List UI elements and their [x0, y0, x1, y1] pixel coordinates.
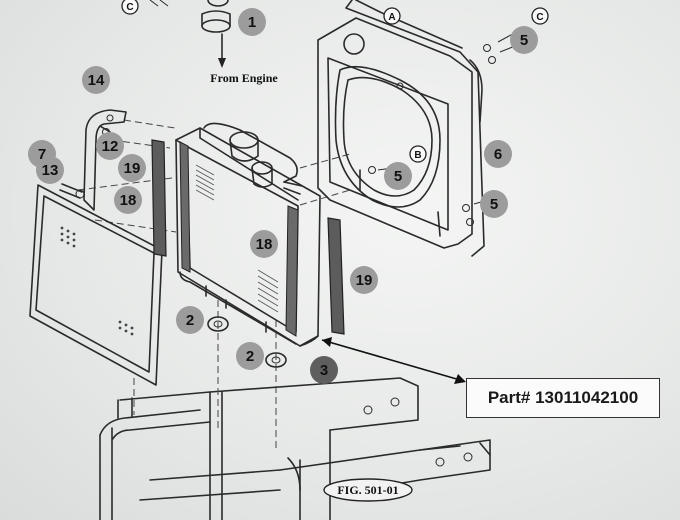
svg-text:18: 18 [120, 192, 137, 209]
letter-c-top-left: C [126, 2, 133, 13]
from-engine-label: From Engine [210, 71, 278, 85]
figure-label: FIG. 501-01 [323, 478, 413, 502]
chassis-frame [99, 377, 491, 520]
svg-text:19: 19 [356, 272, 373, 289]
callout-1: 1 [238, 8, 266, 36]
callout-19-right: 19 [350, 266, 378, 294]
radiator [175, 122, 321, 347]
part-leader [321, 337, 466, 384]
engine-hose [201, 0, 231, 68]
svg-text:13: 13 [42, 162, 59, 179]
svg-text:FIG. 501-01: FIG. 501-01 [337, 483, 398, 497]
svg-text:19: 19 [124, 160, 141, 177]
callout-18-left: 18 [114, 186, 142, 214]
callout-5-middle: 5 [384, 162, 412, 190]
callout-19-left: 19 [118, 154, 146, 182]
letter-b: B [414, 150, 421, 161]
callout-13: 13 [36, 156, 64, 184]
svg-text:5: 5 [490, 196, 498, 213]
letter-c-top-right: C [536, 12, 543, 23]
part-number-box: Part# 13011042100 [466, 378, 660, 418]
svg-text:12: 12 [102, 138, 119, 155]
callout-6: 6 [484, 140, 512, 168]
callout-5-right: 5 [480, 190, 508, 218]
svg-text:18: 18 [256, 236, 273, 253]
callout-14: 14 [82, 66, 110, 94]
svg-text:5: 5 [394, 168, 402, 185]
callouts: 1 5 14 12 7 13 19 18 6 5 5 18 19 2 2 3 [28, 8, 538, 384]
svg-text:1: 1 [248, 14, 256, 31]
letter-markers: A B C C [121, 0, 549, 163]
callout-5-top: 5 [510, 26, 538, 54]
svg-text:3: 3 [320, 362, 328, 379]
fan-shroud [317, 0, 485, 257]
svg-text:2: 2 [186, 312, 194, 329]
callout-18-right: 18 [250, 230, 278, 258]
svg-text:14: 14 [88, 72, 105, 89]
callout-2-right: 2 [236, 342, 264, 370]
svg-text:6: 6 [494, 146, 502, 163]
svg-text:7: 7 [38, 146, 46, 163]
radiator-screen [29, 184, 163, 386]
svg-text:5: 5 [520, 32, 528, 49]
part-number-label: Part# 13011042100 [487, 388, 639, 407]
fasteners [149, 0, 521, 368]
callout-3: 3 [310, 356, 338, 384]
foam-strips [151, 139, 345, 335]
letter-a: A [388, 12, 395, 23]
callout-12: 12 [96, 132, 124, 160]
svg-text:2: 2 [246, 348, 254, 365]
callout-2-left: 2 [176, 306, 204, 334]
